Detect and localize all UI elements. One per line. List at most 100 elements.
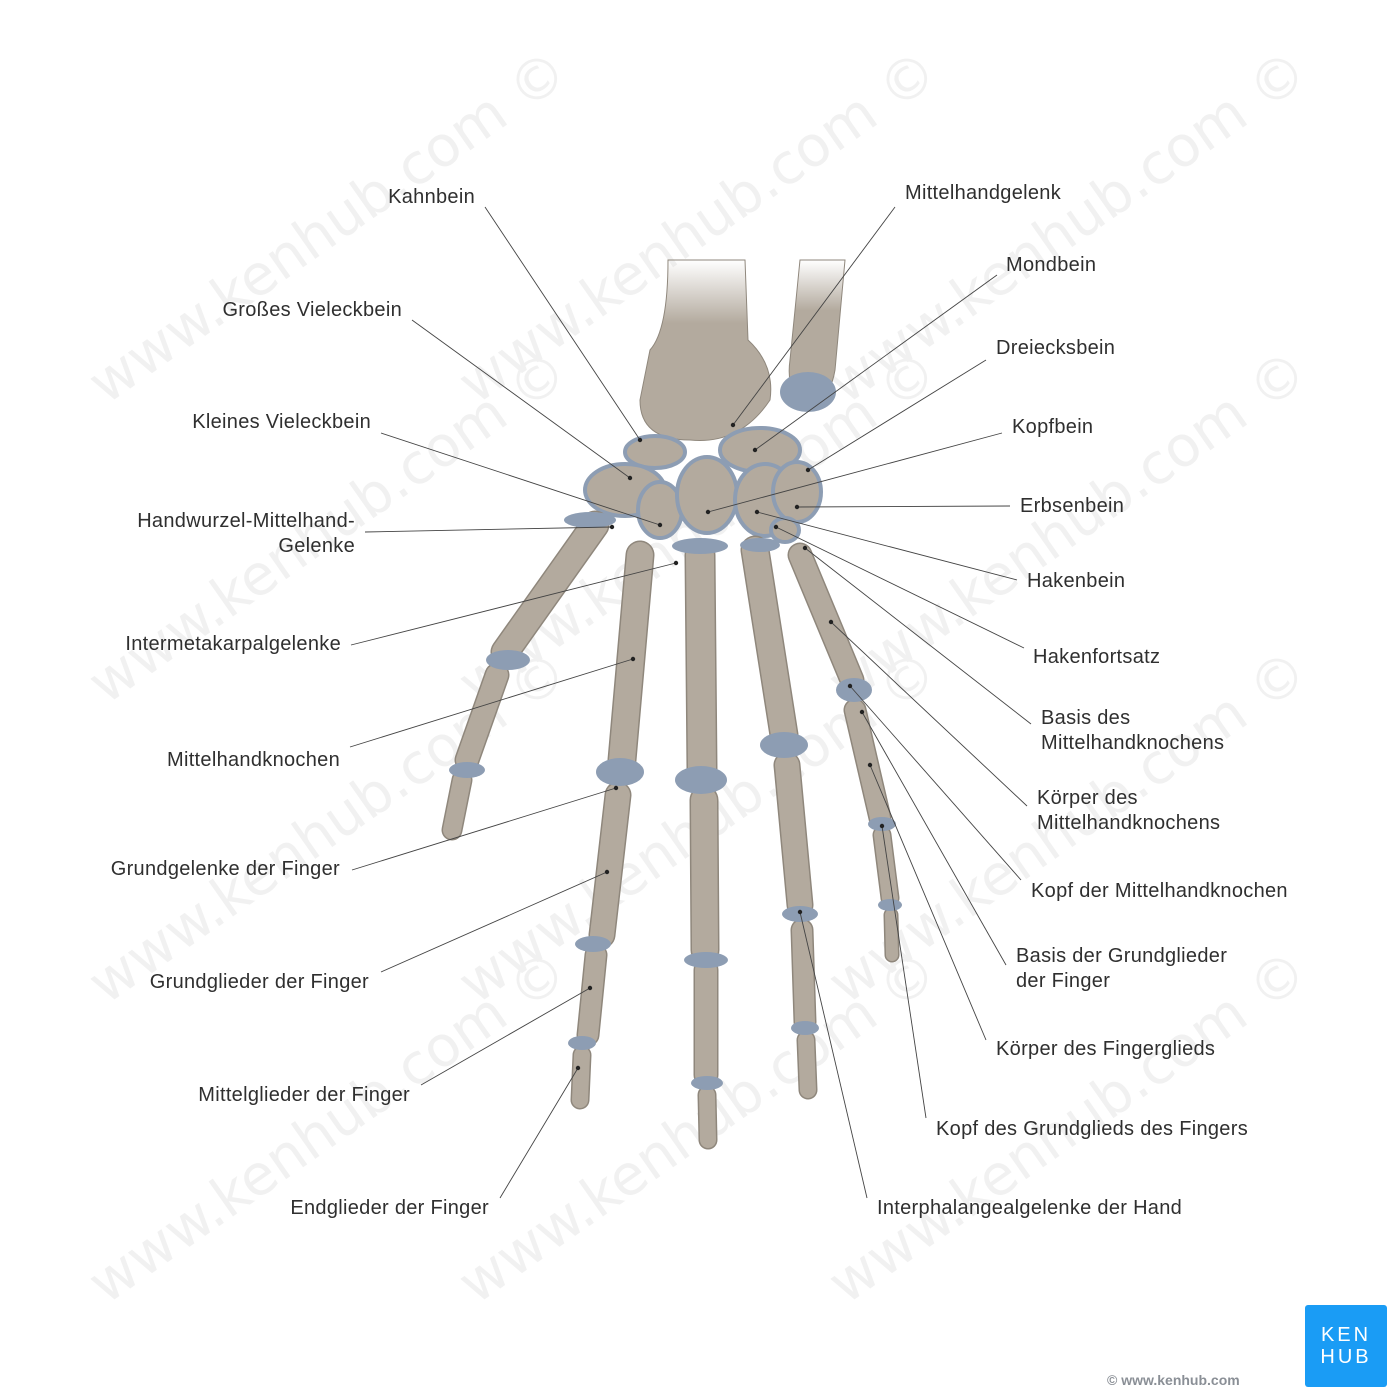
leader-dot [773,524,779,530]
leader-dot [754,509,760,515]
label-right-0: Mittelhandgelenk [905,181,1061,206]
leader-dot [609,524,615,530]
label-left-2: Kleines Vieleckbein [192,410,371,435]
phalanx-bone [699,1087,716,1148]
label-line: Körper des Fingerglieds [996,1038,1216,1060]
joint-cartilage [760,732,808,758]
label-line: Mondbein [1006,254,1097,276]
phalanx-bone [686,541,716,784]
leader-line [796,505,1011,508]
kenhub-logo: KEN HUB [1305,1305,1387,1387]
label-line: Grundglieder der Finger [149,971,369,993]
label-right-5: Hakenbein [1027,569,1125,594]
leader-line [380,871,608,973]
leader-line [420,987,591,1086]
leader-line [754,274,998,451]
phalanx-bone [792,920,815,1032]
leader-line [830,621,1028,807]
leader-line [364,526,613,533]
phalanx-bone [775,753,812,917]
leader-line [775,526,1025,649]
label-line: Basis der Grundglieder [1016,945,1228,967]
phalanx-bone [789,544,863,691]
leader-line [849,685,1022,881]
label-line: Dreiecksbein [996,337,1116,359]
leader-line [869,764,987,1041]
leader-dot [828,619,834,625]
label-left-8: Mittelglieder der Finger [198,1083,410,1108]
carpal-bone [675,455,739,535]
leader-line [807,359,987,471]
phalanx-bone [578,945,606,1045]
label-line: Mittelhandgelenk [905,182,1062,204]
label-line: Grundgelenke der Finger [110,858,340,880]
leader-dot [637,437,643,443]
label-line: der Finger [1016,970,1111,992]
leader-line [881,825,927,1119]
label-line: Mittelhandknochen [167,749,340,771]
leader-dot [859,709,865,715]
joint-cartilage [740,538,780,552]
leader-dot [604,869,610,875]
phalanx-bone [609,542,653,773]
leader-dot [575,1065,581,1071]
label-left-0: Kahnbein [388,185,475,210]
joint-cartilage [791,1021,819,1035]
label-left-9: Endglieder der Finger [290,1196,489,1221]
label-left-7: Grundglieder der Finger [150,970,369,995]
leader-dot [627,475,633,481]
phalanx-bone [590,783,630,947]
label-right-13: Interphalangealgelenke der Hand [877,1196,1182,1221]
carpal-bone [623,434,687,470]
joint-cartilage [564,512,616,528]
leader-dot [794,504,800,510]
label-left-3: Handwurzel-Mittelhand- Gelenke [137,509,355,559]
leader-dot [847,683,853,689]
label-line: Mittelhandknochens [1037,812,1221,834]
carpal-bone [771,460,823,524]
label-line: Kahnbein [388,186,475,208]
label-line: Kleines Vieleckbein [192,411,371,433]
copyright-text: © www.kenhub.com [1107,1372,1240,1388]
label-right-10: Basis der Grundglieder der Finger [1016,944,1227,994]
label-left-5: Mittelhandknochen [167,748,340,773]
label-line: Gelenke [278,535,355,557]
phalanx-bone [798,1032,816,1098]
leader-dot [587,985,593,991]
label-line: Erbsenbein [1020,495,1125,517]
label-left-6: Grundgelenke der Finger [111,857,340,882]
label-right-1: Mondbein [1006,253,1096,278]
leader-line [799,911,868,1199]
label-line: Körper des [1037,787,1138,809]
leader-line [484,206,641,441]
leader-dot [630,656,636,662]
radius-bone [639,259,772,441]
label-line: Kopf der Mittelhandknochen [1031,880,1288,902]
label-line: Mittelglieder der Finger [198,1084,410,1106]
label-right-6: Hakenfortsatz [1033,645,1160,670]
leader-line [804,547,1032,725]
label-line: Großes Vieleckbein [222,299,402,321]
label-line: Interphalangealgelenke der Hand [877,1197,1183,1219]
leader-line [756,511,1018,581]
phalanx-bone [691,787,718,963]
leader-dot [797,909,803,915]
label-right-2: Dreiecksbein [996,336,1115,361]
phalanx-bone [492,512,608,665]
joint-cartilage [575,936,611,952]
logo-line-2: HUB [1320,1346,1372,1368]
leader-dot [802,545,808,551]
joint-cartilage [596,758,644,786]
label-line: Hakenfortsatz [1033,646,1161,668]
label-line: Handwurzel-Mittelhand- [137,510,355,532]
leader-line [707,432,1003,513]
leader-dot [805,467,811,473]
leader-dot [657,522,663,528]
label-right-3: Kopfbein [1012,415,1093,440]
label-right-4: Erbsenbein [1020,494,1124,519]
phalanx-bone [456,664,508,771]
label-right-12: Kopf des Grundglieds des Fingers [936,1117,1248,1142]
